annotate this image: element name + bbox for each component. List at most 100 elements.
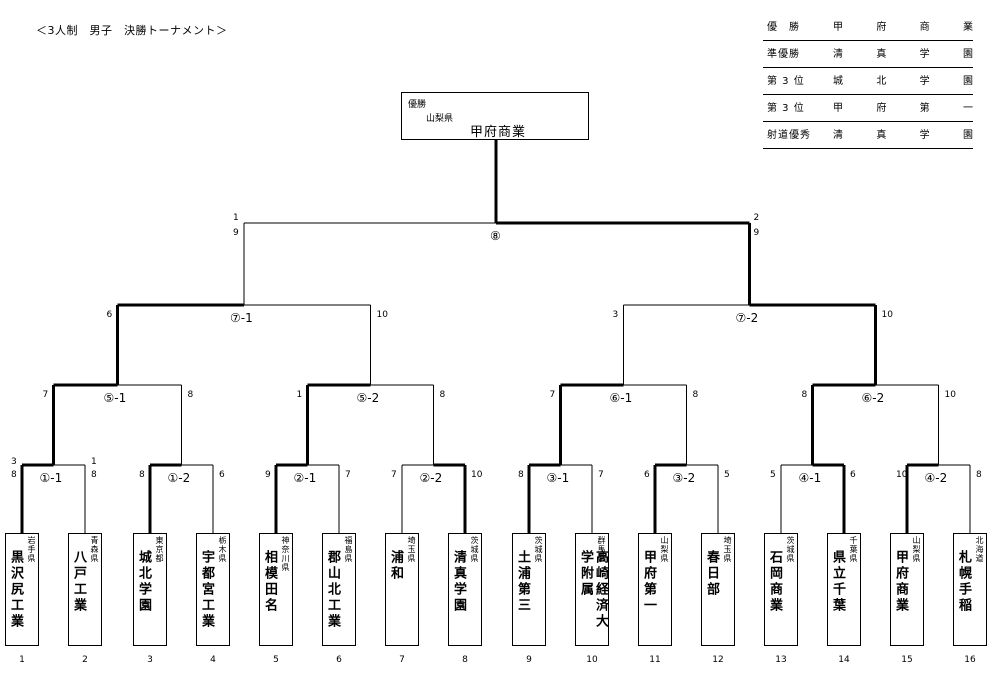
- team-number: 6: [336, 655, 342, 665]
- result-name: 清真学園: [833, 130, 973, 141]
- score-extra: 1: [233, 213, 239, 223]
- team-box: 茨城県土浦第三: [512, 533, 546, 646]
- score-right: 7: [598, 470, 604, 480]
- result-name: 清真学園: [833, 49, 973, 60]
- team-prefecture: 岩手県: [27, 536, 36, 563]
- score-left: 3: [612, 310, 619, 320]
- score-right: 10: [376, 310, 388, 320]
- team-prefecture: 千葉県: [849, 536, 858, 563]
- match-label: ③-1: [544, 471, 572, 485]
- match-label: ②-1: [291, 471, 319, 485]
- match-label: ⑥-1: [607, 391, 635, 405]
- team-prefecture: 山梨県: [912, 536, 921, 563]
- team-box: 山梨県甲府商業: [890, 533, 924, 646]
- team-prefecture: 神奈川県: [281, 536, 290, 572]
- score-right: 9: [753, 228, 760, 238]
- score-right: 6: [850, 470, 856, 480]
- result-label: 射道優秀: [767, 130, 811, 141]
- team-prefecture: 茨城県: [786, 536, 795, 563]
- team-name: 高崎経済大学附属: [578, 550, 608, 630]
- score-right: 8: [439, 390, 446, 400]
- team-number: 12: [712, 655, 724, 665]
- score-right: 6: [219, 470, 225, 480]
- score-left: 7: [391, 470, 397, 480]
- score-left: 9: [265, 470, 271, 480]
- match-label: ⑧: [488, 229, 503, 243]
- result-label: 第 3 位: [767, 103, 805, 114]
- team-name: 土浦第三: [515, 550, 530, 614]
- team-box: 福島県郡山北工業: [322, 533, 356, 646]
- team-name: 黒沢尻工業: [8, 550, 23, 630]
- team-name: 相模田名: [262, 550, 277, 614]
- score-extra: 1: [91, 457, 97, 467]
- score-right: 10: [881, 310, 893, 320]
- score-right: 10: [944, 390, 956, 400]
- team-number: 2: [82, 655, 88, 665]
- score-left: 8: [11, 470, 17, 480]
- team-box: 埼玉県春日部: [701, 533, 735, 646]
- team-name: 八戸工業: [71, 550, 86, 614]
- team-number: 3: [147, 655, 153, 665]
- score-left: 6: [106, 310, 113, 320]
- page-title: ＜3人制 男子 決勝トーナメント＞: [36, 24, 228, 37]
- score-right: 10: [471, 470, 483, 480]
- score-left: 8: [518, 470, 524, 480]
- team-number: 7: [399, 655, 405, 665]
- score-right: 8: [187, 390, 194, 400]
- team-box: 山梨県甲府第一: [638, 533, 672, 646]
- team-number: 5: [273, 655, 279, 665]
- score-left: 1: [296, 390, 303, 400]
- winner-box: 優勝 山梨県 甲府商業: [401, 92, 589, 140]
- match-label: ④-2: [922, 471, 950, 485]
- team-prefecture: 北海道: [975, 536, 984, 563]
- result-name: 甲府商業: [833, 22, 973, 33]
- team-number: 15: [901, 655, 913, 665]
- result-row-third-2: 第 3 位 甲府第一: [763, 95, 973, 122]
- score-left: 10: [896, 470, 908, 480]
- team-box: 北海道札幌手稲: [953, 533, 987, 646]
- score-extra: 2: [753, 213, 760, 223]
- team-box: 青森県八戸工業: [68, 533, 102, 646]
- score-right: 8: [692, 390, 699, 400]
- score-right: 7: [345, 470, 351, 480]
- team-number: 13: [775, 655, 787, 665]
- team-box: 埼玉県浦和: [385, 533, 419, 646]
- team-prefecture: 福島県: [344, 536, 353, 563]
- match-label: ①-2: [165, 471, 193, 485]
- team-name: 城北学園: [136, 550, 151, 614]
- team-number: 9: [526, 655, 532, 665]
- score-right: 8: [976, 470, 982, 480]
- result-row-runner-up: 準優勝 清真学園: [763, 41, 973, 68]
- team-box: 茨城県石岡商業: [764, 533, 798, 646]
- score-extra: 3: [11, 457, 17, 467]
- team-name: 県立千葉: [830, 550, 845, 614]
- match-label: ⑤-1: [101, 391, 129, 405]
- results-list: 優 勝 甲府商業 準優勝 清真学園 第 3 位 城北学園 第 3 位 甲府第一 …: [763, 14, 973, 149]
- team-name: 札幌手稲: [956, 550, 971, 614]
- team-number: 8: [462, 655, 468, 665]
- team-prefecture: 埼玉県: [407, 536, 416, 563]
- score-left: 7: [42, 390, 49, 400]
- result-name: 城北学園: [833, 76, 973, 87]
- team-number: 14: [838, 655, 850, 665]
- team-name: 石岡商業: [767, 550, 782, 614]
- match-label: ⑤-2: [354, 391, 382, 405]
- score-left: 8: [801, 390, 808, 400]
- match-label: ⑥-2: [859, 391, 887, 405]
- score-left: 5: [770, 470, 776, 480]
- team-number: 16: [964, 655, 976, 665]
- team-name: 浦和: [388, 550, 403, 582]
- team-prefecture: 山梨県: [660, 536, 669, 563]
- winner-name: 甲府商業: [470, 125, 527, 140]
- result-row-third-1: 第 3 位 城北学園: [763, 68, 973, 95]
- score-left: 6: [644, 470, 650, 480]
- team-number: 4: [210, 655, 216, 665]
- team-prefecture: 青森県: [90, 536, 99, 563]
- score-right: 8: [91, 470, 97, 480]
- team-box: 群馬県高崎経済大学附属: [575, 533, 609, 646]
- team-prefecture: 茨城県: [470, 536, 479, 563]
- result-row-champion: 優 勝 甲府商業: [763, 14, 973, 41]
- team-number: 10: [586, 655, 598, 665]
- team-prefecture: 埼玉県: [723, 536, 732, 563]
- match-label: ⑦-2: [733, 311, 761, 325]
